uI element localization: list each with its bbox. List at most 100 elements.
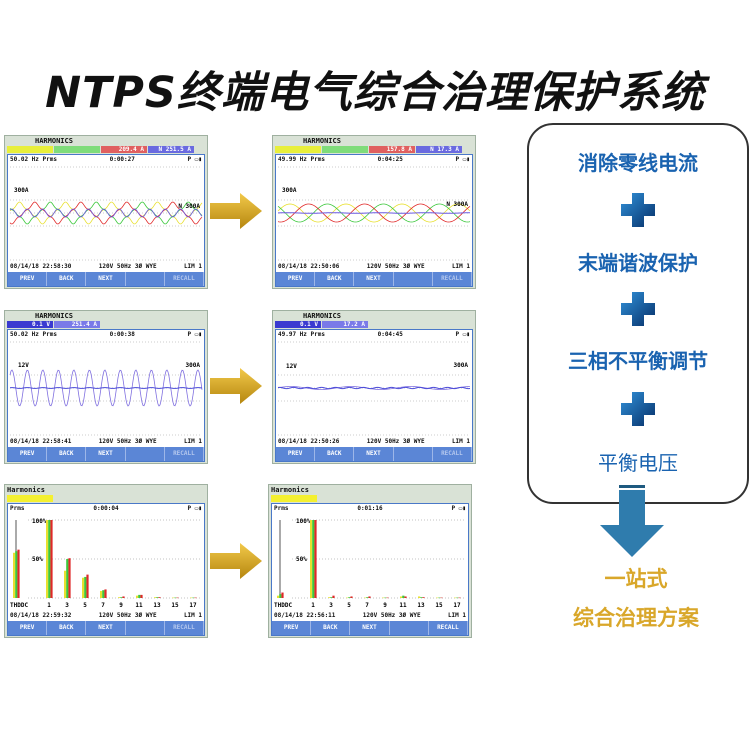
- softkey-prev[interactable]: PREV: [8, 621, 48, 635]
- right-arrow-icon: [210, 368, 262, 404]
- softkey-prev[interactable]: PREV: [272, 621, 312, 635]
- reading-badge: [54, 146, 100, 153]
- x-tick-label: 5: [347, 602, 351, 609]
- softkey-recall[interactable]: RECALL: [165, 272, 205, 286]
- limit: LIM 1: [183, 612, 202, 619]
- neutral-waveform: [277, 212, 471, 214]
- harmonic-bar: [404, 596, 407, 598]
- flag: P: [455, 331, 460, 338]
- battery-icon: ▭▮: [462, 331, 470, 338]
- softkey-back[interactable]: BACK: [47, 621, 87, 635]
- x-tick-label: 1: [47, 602, 51, 609]
- x-tick-label: 3: [329, 602, 333, 609]
- harmonic-bar: [136, 595, 139, 598]
- softkey-prev[interactable]: PREV: [8, 272, 48, 286]
- softkey-blank[interactable]: [394, 272, 433, 286]
- softkey-recall[interactable]: RECALL: [433, 447, 473, 461]
- softkey-blank[interactable]: [126, 621, 165, 635]
- harmonic-bar: [102, 590, 105, 598]
- battery-icon: ▭▮: [458, 505, 466, 512]
- reading-badge: 209.4 A: [101, 146, 147, 153]
- softkey-next[interactable]: NEXT: [86, 621, 126, 635]
- softkey-blank[interactable]: [394, 447, 433, 461]
- softkey-next[interactable]: NEXT: [354, 272, 394, 286]
- y-tick-100: 100%: [32, 518, 47, 525]
- down-arrow-icon: [600, 485, 664, 557]
- readings-strip: [7, 495, 53, 502]
- harmonic-bar: [140, 594, 143, 598]
- reading-badge: [7, 495, 53, 502]
- harmonic-bar: [440, 597, 443, 599]
- x-tick-label: 17: [189, 602, 197, 609]
- scale-label-left: 12V: [286, 363, 297, 370]
- elapsed-time: 0:04:45: [377, 331, 403, 338]
- softkey-back[interactable]: BACK: [47, 447, 87, 461]
- x-tick-label: 9: [119, 602, 123, 609]
- harmonic-bar: [156, 597, 159, 598]
- battery-icon: ▭▮: [462, 156, 470, 163]
- right-arrow-icon: [210, 193, 262, 229]
- x-tick-label: 7: [101, 602, 105, 609]
- softkey-recall[interactable]: RECALL: [165, 447, 205, 461]
- softkey-blank[interactable]: [390, 621, 429, 635]
- softkey-next[interactable]: NEXT: [86, 272, 126, 286]
- readings-strip: [271, 495, 317, 502]
- x-tick-label: 7: [365, 602, 369, 609]
- softkey-recall[interactable]: RECALL: [433, 272, 473, 286]
- screen-title: Harmonics: [7, 486, 45, 494]
- elapsed-time: 0:00:38: [109, 331, 135, 338]
- reading-badge: N 17.3 A: [416, 146, 462, 153]
- softkey-prev[interactable]: PREV: [276, 447, 316, 461]
- softkey-next[interactable]: NEXT: [350, 621, 390, 635]
- harmonic-bar: [64, 570, 67, 598]
- softkey-back[interactable]: BACK: [315, 272, 355, 286]
- config: 120V 50Hz 3Ø WYE: [98, 263, 157, 270]
- harmonic-bar: [86, 574, 89, 598]
- x-tick-label: 9: [383, 602, 387, 609]
- softkey-recall[interactable]: RECALL: [165, 621, 205, 635]
- harmonic-bar: [384, 597, 387, 599]
- softkey-next[interactable]: NEXT: [354, 447, 394, 461]
- screen-title: Harmonics: [271, 486, 309, 494]
- softkey-blank[interactable]: [126, 447, 165, 461]
- reading-badge: 157.8 A: [369, 146, 415, 153]
- timestamp: 08/14/18 22:50:06: [278, 263, 340, 270]
- reading-badge: 251.4 A: [54, 321, 100, 328]
- harmonic-bar: [13, 552, 16, 598]
- softkey-recall[interactable]: RECALL: [429, 621, 469, 635]
- plus-icon: [621, 292, 655, 326]
- mode: Prms: [42, 156, 57, 163]
- harmonic-bar: [364, 597, 367, 599]
- y-tick-50: 50%: [32, 556, 43, 563]
- flag: P: [187, 331, 192, 338]
- softkey-back[interactable]: BACK: [311, 621, 351, 635]
- softkey-back[interactable]: BACK: [47, 272, 87, 286]
- scale-label-right: 300A: [186, 362, 201, 369]
- plus-icon: [621, 193, 655, 227]
- harmonic-bar: [122, 596, 125, 598]
- harmonic-bar: [82, 577, 85, 598]
- harmonic-bar: [120, 597, 123, 598]
- limit: LIM 1: [451, 438, 470, 445]
- harmonic-bar: [46, 520, 49, 598]
- harmonic-bar: [50, 520, 53, 598]
- timestamp: 08/14/18 22:59:32: [10, 612, 72, 619]
- softkey-back[interactable]: BACK: [315, 447, 355, 461]
- softkey-prev[interactable]: PREV: [276, 272, 316, 286]
- elapsed-time: 0:01:16: [357, 505, 383, 512]
- softkey-prev[interactable]: PREV: [8, 447, 48, 461]
- harmonic-bar: [420, 597, 423, 598]
- softkey-next[interactable]: NEXT: [86, 447, 126, 461]
- softkey-blank[interactable]: [126, 272, 165, 286]
- limit: LIM 1: [447, 612, 466, 619]
